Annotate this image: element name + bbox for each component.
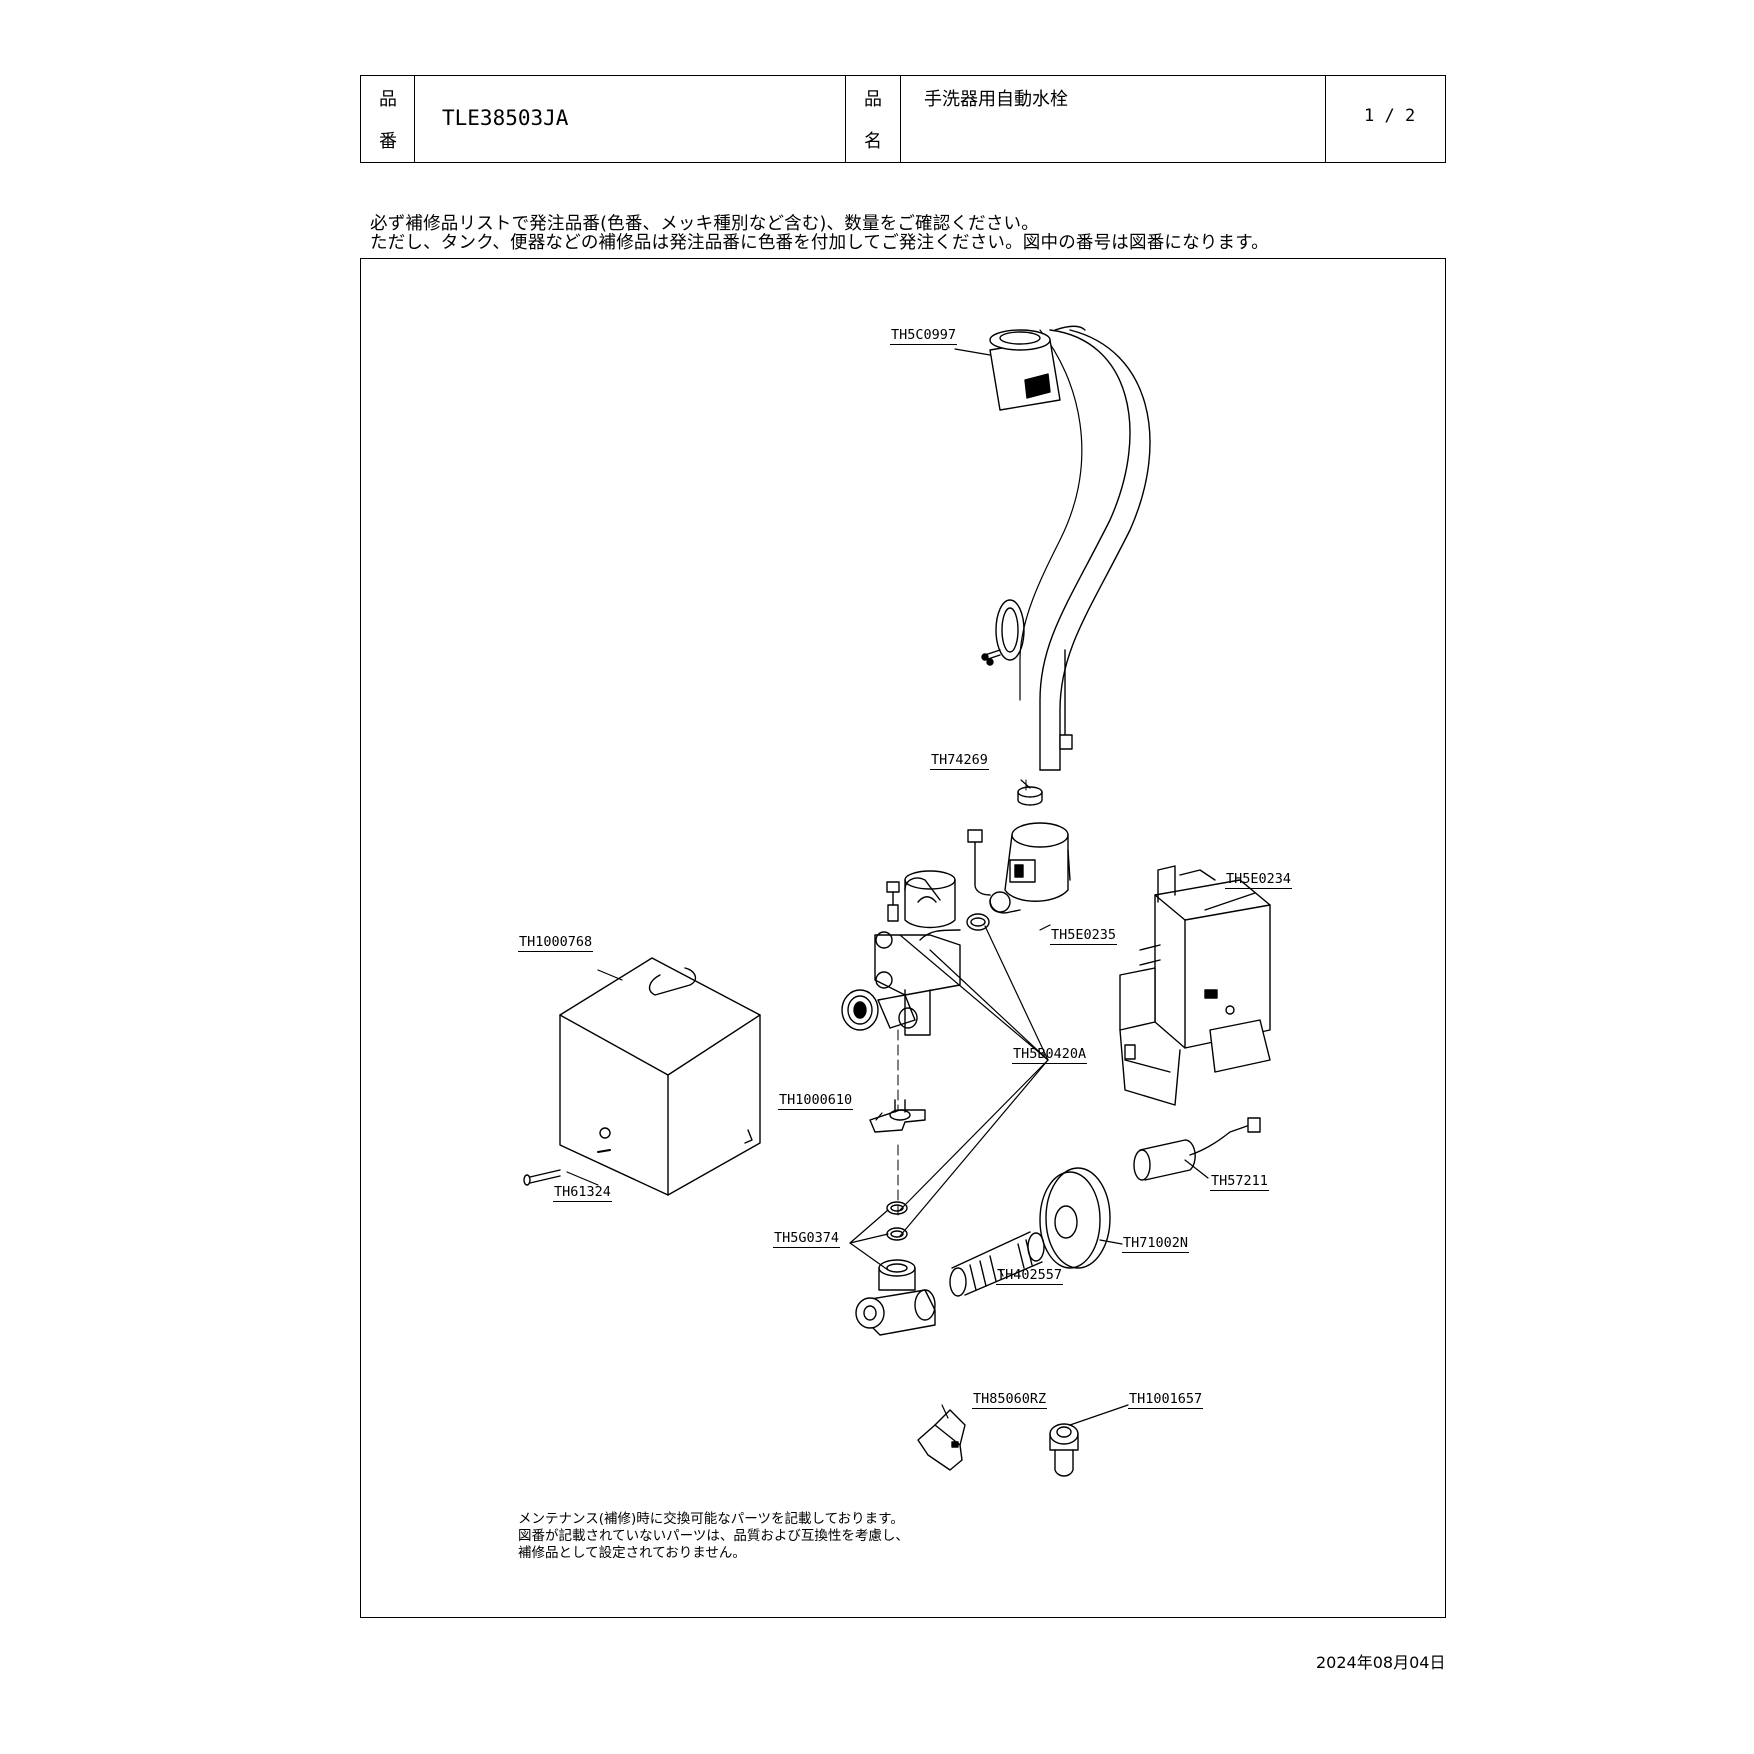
header-divider <box>414 76 415 162</box>
number-label-2: 番 <box>379 131 397 152</box>
label-valve-kit: TH5B0420A <box>1012 1046 1088 1064</box>
handle-illustration <box>1049 1423 1079 1477</box>
key-illustration <box>917 1409 966 1471</box>
name-label-1: 品 <box>864 89 882 110</box>
header-table: 品 番 TLE38503JA 品 名 手洗器用自動水栓 1 / 2 <box>360 75 1446 163</box>
footnote-line-2: 図番が記載されていないパーツは、品質および互換性を考慮し、 <box>518 1528 909 1544</box>
leader-lines <box>566 348 1256 1426</box>
label-nipple: TH402557 <box>996 1267 1064 1285</box>
label-nut: TH74269 <box>930 752 989 770</box>
issue-date: 2024年08月04日 <box>1316 1653 1446 1672</box>
clip-illustration <box>869 1099 926 1133</box>
label-battery: TH57211 <box>1210 1173 1269 1191</box>
header-divider <box>900 76 901 162</box>
controller-illustration <box>1119 865 1271 1106</box>
label-gasket: TH5G0374 <box>773 1230 841 1248</box>
drawing-frame <box>360 258 1446 1618</box>
battery-illustration <box>1133 1117 1261 1181</box>
note-line-1: 必ず補修品リストで発注品番(色番、メッキ種別など含む)、数量をご確認ください。 <box>370 214 1039 234</box>
screw-illustration <box>523 1169 561 1186</box>
nipple-illustration <box>949 1231 1045 1297</box>
label-cover: TH1000768 <box>518 934 594 952</box>
header-divider <box>1325 76 1326 162</box>
centerline <box>897 779 1027 1221</box>
footnote-line-1: メンテナンス(補修)時に交換可能なパーツを記載しております。 <box>518 1511 904 1527</box>
label-spout-sensor: TH5C0997 <box>890 327 958 345</box>
note-line-2: ただし、タンク、便器などの補修品は発注品番に色番を付加してご発注ください。図中の… <box>370 233 1269 253</box>
valve-body-illustration <box>841 870 961 1036</box>
footnote-line-3: 補修品として設定されておりません。 <box>518 1545 746 1561</box>
label-escutcheon: TH71002N <box>1122 1235 1190 1253</box>
cover-illustration <box>559 957 761 1196</box>
name-label-2: 名 <box>864 131 882 152</box>
gasket-illustration <box>886 1227 908 1241</box>
spout-illustration <box>981 325 1151 771</box>
o-ring-illustration <box>966 913 990 931</box>
label-controller: TH5E0234 <box>1225 871 1293 889</box>
escutcheon-illustration <box>1039 1167 1111 1269</box>
page-indicator: 1 / 2 <box>1364 106 1416 126</box>
label-key: TH85060RZ <box>972 1391 1048 1409</box>
solenoid-housing-illustration <box>967 822 1071 914</box>
gasket-illustration <box>886 1201 908 1215</box>
stop-valve-illustration <box>855 1259 936 1336</box>
label-solenoid-housing: TH5E0235 <box>1050 927 1118 945</box>
header-divider <box>845 76 846 162</box>
label-handle: TH1001657 <box>1128 1391 1204 1409</box>
number-label-1: 品 <box>379 89 397 110</box>
product-number: TLE38503JA <box>442 106 569 130</box>
label-screw: TH61324 <box>553 1184 612 1202</box>
nut-illustration <box>1017 786 1043 806</box>
label-clip: TH1000610 <box>778 1092 854 1110</box>
product-name: 手洗器用自動水栓 <box>924 89 1068 110</box>
